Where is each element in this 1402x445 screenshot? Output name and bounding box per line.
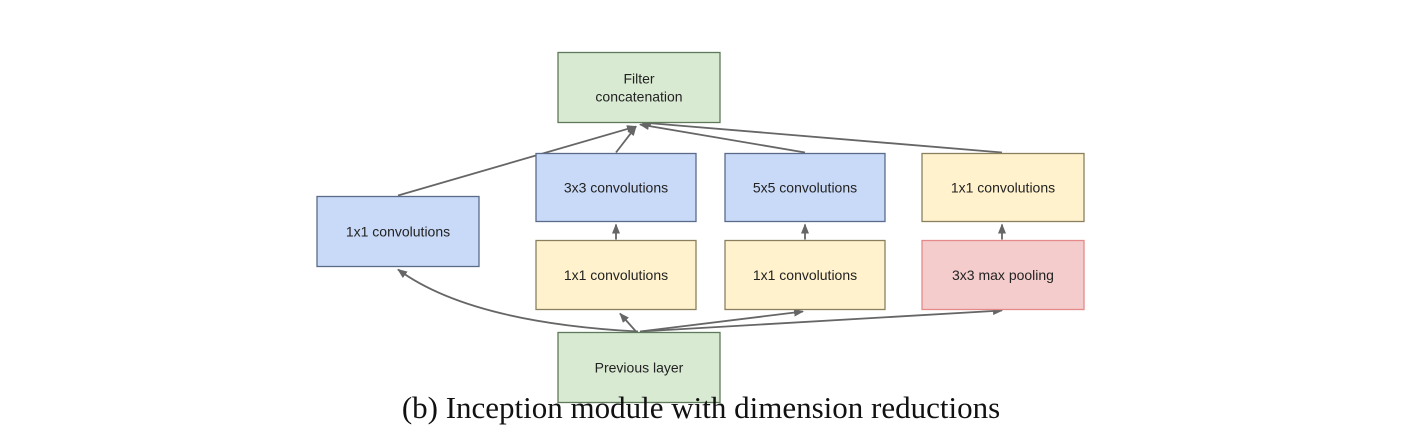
- node-box-conv1x1-reduce-5x5: [724, 239, 886, 311]
- nodes: Filter concatenation 3x3 convolutions 5x5 c…: [316, 51, 1085, 404]
- node-label-maxpool3x3: 3x3 max pooling: [952, 267, 1054, 283]
- figure-caption: (b) Inception module with dimension redu…: [401, 390, 1001, 425]
- arrow-conv1x1-pool-proj-to-filter-concat: [641, 119, 1003, 154]
- arrow-previous-layer-to-conv1x1-reduce-5x5: [639, 308, 804, 333]
- node-conv1x1-direct: 1x1 convolutions: [316, 195, 480, 268]
- node-box-conv3x3: [535, 152, 697, 223]
- node-conv3x3: 3x3 convolutions: [535, 152, 697, 223]
- node-conv1x1-reduce-5x5: 1x1 convolutions: [724, 239, 886, 311]
- arrow-previous-layer-to-maxpool3x3: [639, 307, 1003, 333]
- arrow-previous-layer-to-conv1x1-reduce-3x3: [619, 312, 637, 333]
- node-filter-concat: Filter concatenation: [557, 51, 721, 124]
- node-conv5x5: 5x5 convolutions: [724, 152, 886, 223]
- node-box-conv1x1-pool-proj: [921, 152, 1085, 223]
- node-label-conv1x1-pool-proj: 1x1 convolutions: [951, 180, 1055, 196]
- node-previous-layer: Previous layer: [557, 331, 721, 404]
- node-label-filter-concat-line-1: Filter: [623, 71, 654, 87]
- arrow-conv3x3-to-filter-concat: [615, 125, 637, 154]
- node-box-conv1x1-direct: [316, 195, 480, 268]
- node-label-conv5x5: 5x5 convolutions: [753, 180, 857, 196]
- node-box-maxpool3x3: [921, 239, 1085, 311]
- node-conv1x1-pool-proj: 1x1 convolutions: [921, 152, 1085, 223]
- node-label-filter-concat-line-2: concatenation: [595, 89, 682, 105]
- node-label-conv1x1-direct: 1x1 convolutions: [346, 224, 450, 240]
- node-box-conv1x1-reduce-3x3: [535, 239, 697, 311]
- node-box-previous-layer: [557, 331, 721, 404]
- arrow-conv5x5-to-filter-concat: [639, 122, 806, 154]
- node-box-filter-concat: [557, 51, 721, 124]
- arrow-previous-layer-to-conv1x1-direct: [397, 268, 639, 333]
- node-label-previous-layer: Previous layer: [595, 360, 684, 376]
- node-label-conv1x1-reduce-5x5: 1x1 convolutions: [753, 267, 857, 283]
- edges: [397, 119, 1006, 333]
- node-label-conv1x1-reduce-3x3: 1x1 convolutions: [564, 267, 668, 283]
- node-conv1x1-reduce-3x3: 1x1 convolutions: [535, 239, 697, 311]
- node-box-conv5x5: [724, 152, 886, 223]
- node-maxpool3x3: 3x3 max pooling: [921, 239, 1085, 311]
- arrow-conv1x1-direct-to-filter-concat: [397, 125, 637, 197]
- node-label-conv3x3: 3x3 convolutions: [564, 180, 668, 196]
